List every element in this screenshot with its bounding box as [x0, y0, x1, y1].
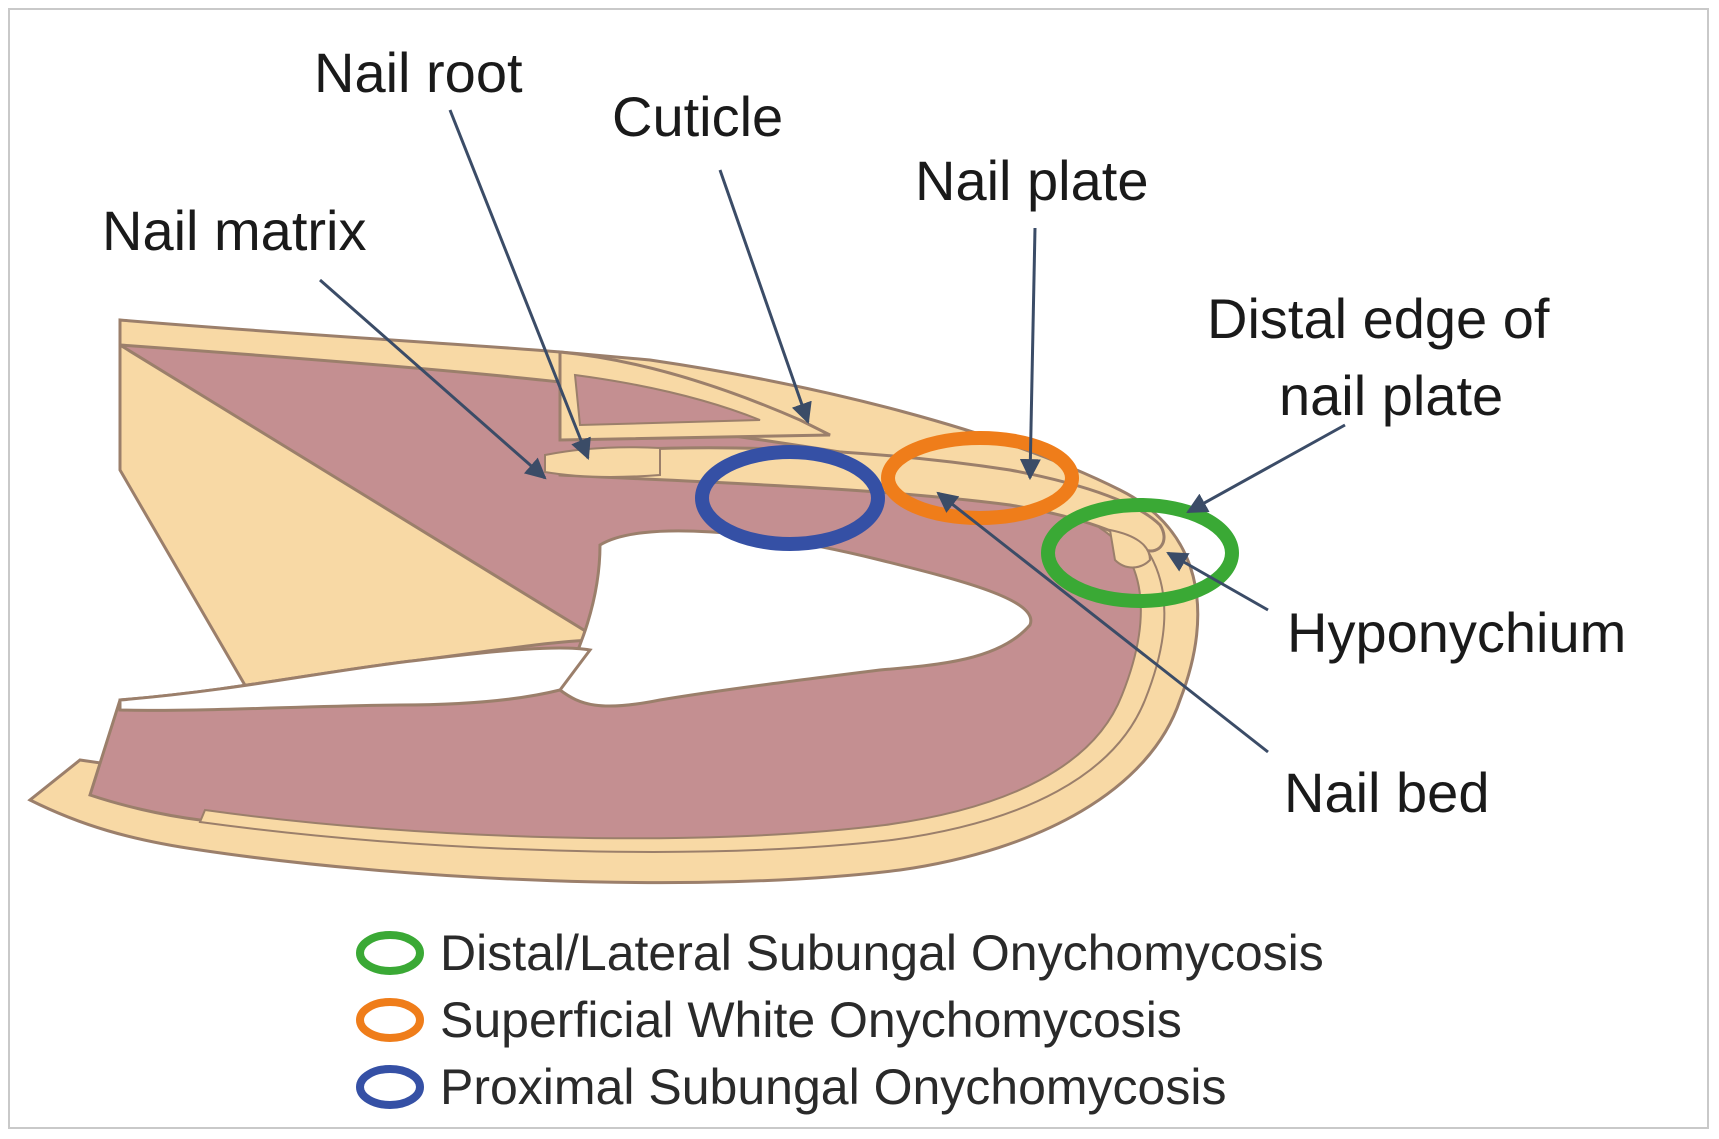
label-nail-root: Nail root	[314, 41, 523, 104]
label-nail-matrix: Nail matrix	[102, 199, 366, 262]
legend-item-distal: Distal/Lateral Subungal Onychomycosis	[360, 925, 1324, 981]
label-nail-bed: Nail bed	[1284, 761, 1489, 824]
label-hyponychium: Hyponychium	[1287, 601, 1626, 664]
legend-green-ring-icon	[360, 935, 420, 971]
finger-cross-section	[30, 320, 1198, 883]
label-distal-edge-line2: nail plate	[1279, 364, 1503, 427]
legend-item-superficial: Superficial White Onychomycosis	[360, 992, 1182, 1048]
legend-label-proximal: Proximal Subungal Onychomycosis	[440, 1059, 1226, 1115]
nail-root-shape	[545, 447, 660, 477]
legend: Distal/Lateral Subungal Onychomycosis Su…	[360, 925, 1324, 1115]
legend-item-proximal: Proximal Subungal Onychomycosis	[360, 1059, 1226, 1115]
legend-blue-ring-icon	[360, 1069, 420, 1105]
label-cuticle: Cuticle	[612, 85, 783, 148]
legend-orange-ring-icon	[360, 1002, 420, 1038]
legend-label-distal: Distal/Lateral Subungal Onychomycosis	[440, 925, 1324, 981]
legend-label-superficial: Superficial White Onychomycosis	[440, 992, 1182, 1048]
arrow-distal-edge	[1188, 425, 1345, 512]
label-nail-plate: Nail plate	[915, 149, 1148, 212]
label-distal-edge-line1: Distal edge of	[1207, 287, 1550, 350]
